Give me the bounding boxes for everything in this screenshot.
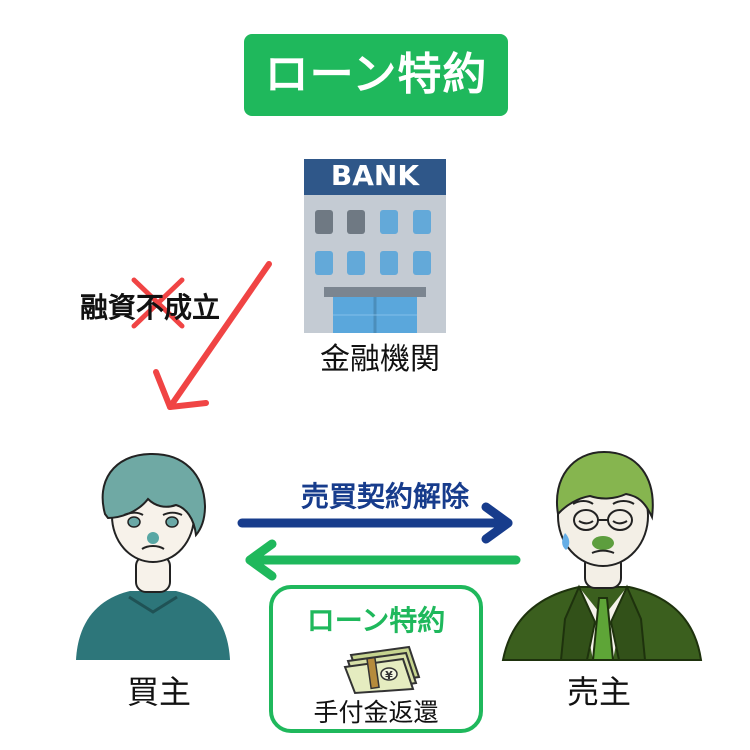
refund-caption: 手付金返還 bbox=[313, 698, 439, 727]
refund-arrow-icon bbox=[245, 539, 521, 581]
loan-denied-arrow-icon bbox=[153, 261, 272, 410]
page-title: ローン特約 bbox=[264, 49, 488, 100]
refund-box-title: ローン特約 bbox=[306, 604, 446, 637]
refund-box: ローン特約 ¥ 手付金返還 bbox=[269, 585, 483, 733]
bank-building-icon: BANK bbox=[304, 159, 446, 333]
money-bundle-icon: ¥ bbox=[343, 645, 421, 695]
seller-avatar-icon bbox=[501, 450, 703, 661]
money-symbol: ¥ bbox=[385, 669, 393, 682]
title-badge: ローン特約 bbox=[244, 34, 508, 116]
bank-label: 金融機関 bbox=[320, 342, 440, 377]
bank-sign-text: BANK bbox=[331, 159, 420, 192]
buyer-avatar-icon bbox=[76, 452, 230, 660]
seller-label: 売主 bbox=[566, 673, 631, 711]
loan-result-label: 融資不成立 bbox=[80, 291, 221, 324]
contract-cancel-label: 売買契約解除 bbox=[300, 480, 469, 513]
x-mark-icon bbox=[131, 277, 185, 329]
buyer-label: 買主 bbox=[126, 673, 191, 711]
contract-cancel-arrow-icon bbox=[237, 502, 513, 544]
